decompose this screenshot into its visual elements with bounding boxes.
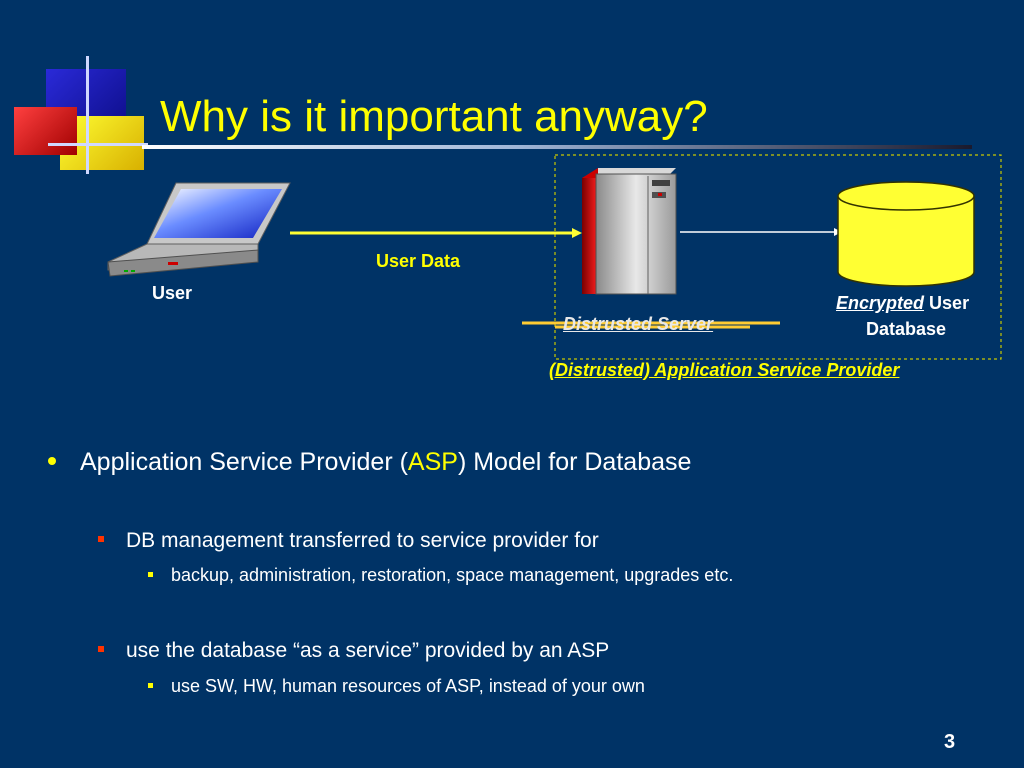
logo-horizontal-line <box>48 143 148 146</box>
db-label-line2: Database <box>866 319 947 339</box>
bullet-l1-text-b: ) Model for Database <box>457 448 692 476</box>
db-label-user: User <box>929 293 970 313</box>
round-bullet-icon <box>48 457 56 466</box>
diagram <box>107 154 1002 360</box>
small-square-bullet-icon <box>148 682 153 688</box>
db-label-line1: Encrypted User <box>836 293 969 314</box>
database-icon <box>837 181 975 287</box>
distrusted-server-label: Distrusted Server <box>563 314 714 334</box>
small-square-bullet-icon <box>148 571 153 577</box>
bullet-l2a-text: DB management transferred to service pro… <box>126 529 599 552</box>
square-bullet-icon <box>98 536 104 543</box>
bullet-level3-a: backup, administration, restoration, spa… <box>148 565 733 586</box>
user-label: User <box>152 283 193 303</box>
user-data-arrowhead <box>572 228 582 238</box>
bullet-level2-b: use the database “as a service” provided… <box>98 639 609 663</box>
logo-vertical-line <box>86 56 89 174</box>
title-underline <box>142 145 972 149</box>
bullet-l3b-text: use SW, HW, human resources of ASP, inst… <box>171 676 645 696</box>
server-icon <box>582 168 677 295</box>
bullet-l1-text-a: Application Service Provider ( <box>80 448 408 476</box>
bullet-level1: Application Service Provider (ASP) Model… <box>48 448 691 477</box>
bullet-level2-a: DB management transferred to service pro… <box>98 529 599 553</box>
user-data-label: User Data <box>376 251 461 271</box>
asp-boundary-box <box>554 154 1002 360</box>
logo-red-square <box>14 107 77 155</box>
bullet-l2b-text: use the database “as a service” provided… <box>126 639 610 662</box>
page-number: 3 <box>944 731 956 753</box>
slide-title: Why is it important anyway? <box>160 92 708 141</box>
asp-label: (Distrusted) Application Service Provide… <box>549 360 900 380</box>
laptop-icon <box>107 182 291 277</box>
bullet-l3a-text: backup, administration, restoration, spa… <box>171 565 734 585</box>
square-bullet-icon <box>98 646 104 653</box>
bullet-l1-asp: ASP <box>407 448 458 476</box>
bullet-level3-b: use SW, HW, human resources of ASP, inst… <box>148 676 645 697</box>
db-label-encrypted: Encrypted <box>836 293 925 313</box>
